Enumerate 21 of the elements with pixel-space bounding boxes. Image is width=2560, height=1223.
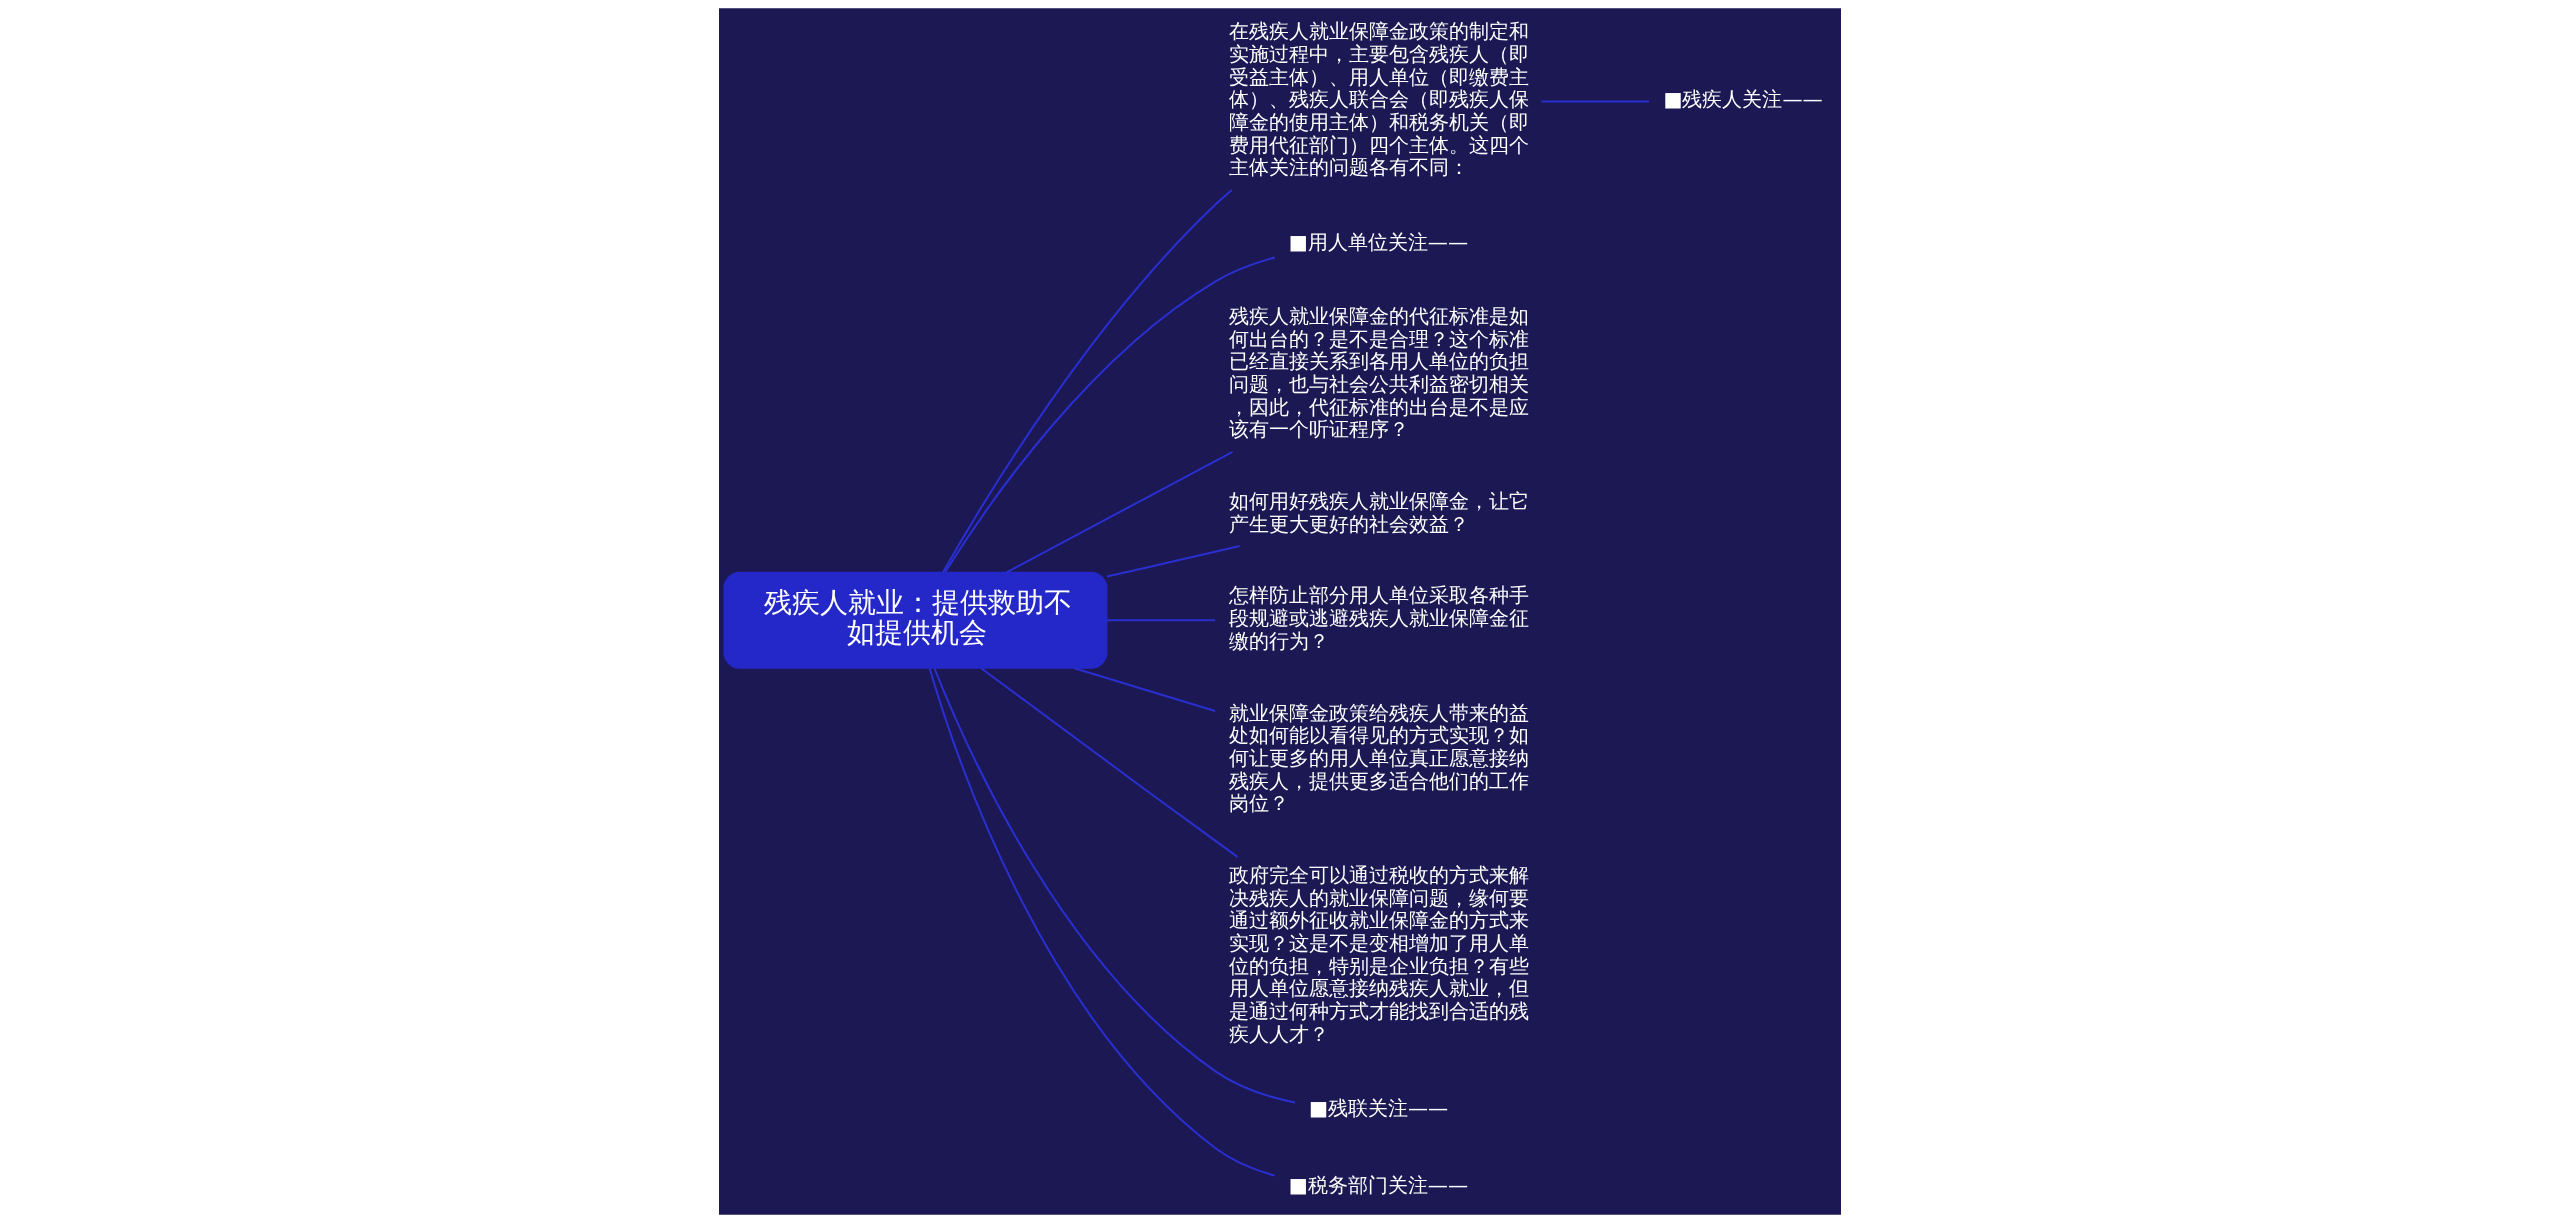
connector [933,668,1296,1104]
node-text: ■税务部门关注—— [1288,1172,1469,1197]
node-text: ■残联关注—— [1308,1095,1449,1120]
node-text: 就业保障金政策给残疾人带来的益处如何能以看得见的方式实现？如何让更多的用人单位真正愿意接纳残疾人，提供更多适合他们的工作岗位？ [1229,700,1529,816]
connector [1106,619,1215,622]
connector [928,668,1275,1177]
connector [1074,667,1216,712]
connector [942,189,1233,573]
connector [1541,100,1650,103]
connector [944,256,1276,573]
node-box: 残疾人就业：提供救助不如提供机会 [723,571,1108,669]
node-text: 在残疾人就业保障金政策的制定和实施过程中，主要包含残疾人（即受益主体）、用人单位（即缴费主体）、残疾人联合会（即残疾人保障金的使用主体）和税务机关（即费用代征部门）四个主体。这四个主体关注的问题各有不同： [1229,19,1529,180]
node-text: 如何用好残疾人就业保障金，让它产生更大更好的社会效益？ [1229,488,1529,536]
connector [1106,545,1240,578]
node-text: ■残疾人关注—— [1663,87,1823,112]
node-text: 残疾人就业保障金的代征标准是如何出台的？是不是合理？这个标准已经直接关系到各用人单位的负担问题，也与社会公共利益密切相关，因此，代征标准的出台是不是应该有一个听证程序？ [1229,303,1529,442]
node-text: ■用人单位关注—— [1288,229,1469,254]
connector [1006,450,1234,574]
node-text: 怎样防止部分用人单位采取各种手段规避或逃避残疾人就业保障金征缴的行为？ [1229,583,1529,653]
node-text: 政府完全可以通过税收的方式来解决残疾人的就业保障问题，缘何要通过额外征收就业保障金的方式来实现？这是不是变相增加了用人单位的负担，特别是企业负担？有些用人单位愿意接纳残疾人就业，但是通过何种方式才能找到合适的残疾人人才？ [1229,862,1529,1046]
connector [980,667,1238,858]
